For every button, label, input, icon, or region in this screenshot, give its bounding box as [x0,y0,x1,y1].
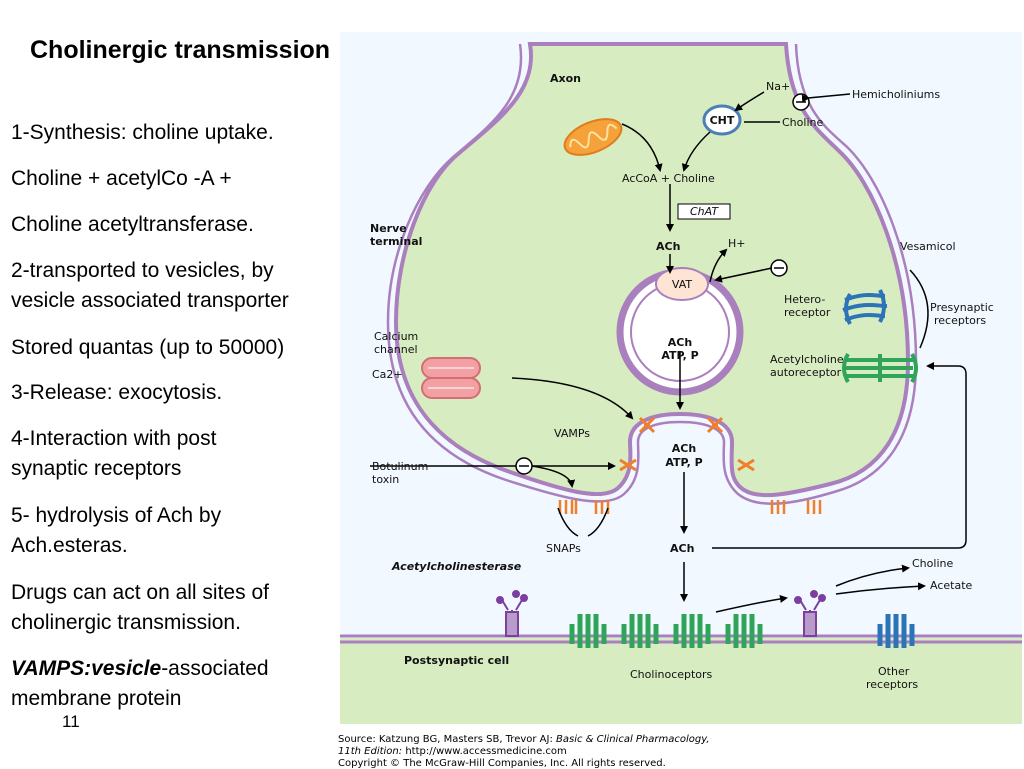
bullet-line: Stored quantas (up to 50000) [11,336,285,359]
page-number: 11 [62,712,80,731]
hetero-receptor-icon [842,289,888,325]
bullet-item: Choline + acetylCo -A + [11,164,351,194]
vamps-term: VAMPS:vesicle [11,657,162,680]
other-receptors-label-1: Other [878,665,910,678]
fusing-ach-label: ACh [672,442,696,455]
axon-label: Axon [550,72,581,85]
vamps-line-2: membrane protein [11,687,182,710]
ca-label: Ca2+ [372,368,403,381]
other-receptor-icon [877,614,915,648]
snap-proteins [558,500,822,514]
snaps-label: SNAPs [546,542,581,555]
botulinum-label-2: toxin [372,473,399,486]
chat-label: ChAT [690,205,719,218]
source-edition: 11th Edition: [338,746,406,757]
acetylcholinesterase-label: Acetylcholinesterase [391,560,522,573]
calcium-channel-icon [421,357,481,399]
cholinoceptor-receptors [569,614,763,648]
h-plus-label: H+ [728,237,746,250]
chat-box [677,203,731,220]
ach-cleft-label: ACh [670,542,694,555]
bullet-item: Drugs can act on all sites of cholinergic… [11,578,351,638]
bullet-item: Stored quantas (up to 50000) [11,333,351,363]
nerve-terminal-label-1: Nerve [370,222,407,235]
autoreceptor-label-1: Acetylcholine [770,353,844,366]
hemicholiniums-label: Hemicholiniums [852,88,940,101]
bullet-item: 3-Release: exocytosis. [11,378,351,408]
acetate-label: Acetate [930,579,973,592]
vat-label: VAT [672,278,692,291]
bullet-item: 4-Interaction with post synaptic receptor… [11,424,351,484]
bullet-item: Choline acetyltransferase. [11,210,351,240]
source-prefix: Source: Katzung BG, Masters SB, Trevor A… [338,734,557,745]
fusing-atp-label: ATP, P [665,456,702,469]
accoa-choline-label: AcCoA + Choline [622,172,715,185]
postsynaptic-cell-region [340,638,1022,724]
cholinergic-synapse-diagram: CHT VAT [340,32,1022,724]
bullet-line: Ach.esteras. [11,534,128,557]
mitochondrion-icon [563,118,623,156]
choline-uptake-label: Choline [782,116,823,129]
bullet-line: 2-transported to vesicles, by [11,259,274,282]
presynaptic-label-1: Presynaptic [930,301,994,314]
na-label: Na+ [766,80,790,93]
vesicle-atp-label: ATP, P [661,349,698,362]
acetylcholine-autoreceptor-icon [842,353,918,383]
choline-uptake-arrows [734,91,780,123]
botulinum-label-1: Botulinum [372,460,428,473]
vamps-line-1: VAMPS:vesicle-associated [11,654,351,684]
bullet-item: 5- hydrolysis of Ach by Ach.esteras. [11,501,351,561]
bullet-line: Choline acetyltransferase. [11,213,254,236]
bullet-line: vesicle associated transporter [11,289,289,312]
cht-label: CHT [710,114,735,127]
bullet-line: Choline + acetylCo -A + [11,167,232,190]
postsynaptic-cell-label: Postsynaptic cell [404,654,509,667]
bullet-line: 5- hydrolysis of Ach by [11,504,222,527]
bullet-line: 4-Interaction with post [11,427,217,450]
cht-transporter [702,104,742,136]
cholinoceptors-label: Cholinoceptors [630,668,713,681]
autoreceptor-label-2: autoreceptor [770,366,842,379]
hetero-receptor-label-1: Hetero- [784,293,825,306]
nerve-terminal [393,42,911,498]
bullet-line: 3-Release: exocytosis. [11,381,223,404]
slide-title: Cholinergic transmission [30,36,331,64]
calcium-channel-label-2: channel [374,343,418,356]
vesicle-ach-label: ACh [668,336,692,349]
bullet-line: Drugs can act on all sites of [11,581,269,604]
vesamicol-label: Vesamicol [900,240,956,253]
nerve-terminal-label-2: terminal [370,235,422,248]
ach-label: ACh [656,240,680,253]
vamps-label: VAMPs [554,427,590,440]
source-credit: Source: Katzung BG, Masters SB, Trevor A… [338,734,1018,758]
choline-product-label: Choline [912,557,953,570]
bullet-line: synaptic receptors [11,457,182,480]
nerve-terminal-inner-membrane [386,43,918,505]
hetero-receptor-label-2: receptor [784,306,831,319]
postsynaptic-glycoproteins [496,590,826,637]
source-url[interactable]: http://www.accessmedicine.com [405,746,567,757]
vamps-rest-1: -associated [161,657,269,680]
source-book: Basic & Clinical Pharmacology, [556,734,710,745]
other-receptors-label-2: receptors [866,678,918,691]
calcium-channel-label-1: Calcium [374,330,418,343]
pathway-arrows [370,93,967,613]
bullet-line: cholinergic transmission. [11,611,241,634]
bullet-line: 1-Synthesis: choline uptake. [11,121,274,144]
vat-transporter [655,267,709,301]
vamp-proteins [619,416,755,472]
vamps-definition: VAMPS:vesicle-associated membrane protein [11,654,351,714]
presynaptic-label-2: receptors [934,314,986,327]
copyright-notice: Copyright © The McGraw-Hill Companies, I… [338,758,666,769]
bullet-item: 2-transported to vesicles, by vesicle ass… [11,256,351,316]
bullet-item: 1-Synthesis: choline uptake. [11,118,351,148]
